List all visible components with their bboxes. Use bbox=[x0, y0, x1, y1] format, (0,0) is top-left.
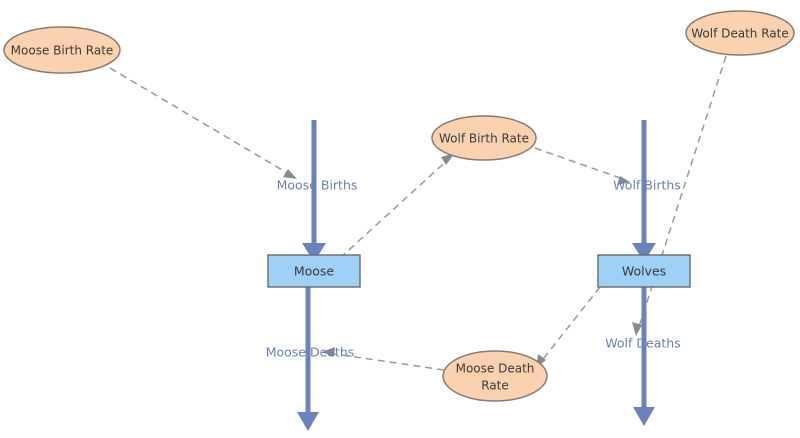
causal-link-wolf-birth-rate-to-wolf-births bbox=[534, 147, 630, 185]
causal-link-wolves-to-moose-death-rate bbox=[536, 286, 601, 368]
auxiliary-moose-death-rate-label-line1: Moose Death bbox=[456, 362, 535, 376]
flow-wolf-births bbox=[632, 120, 656, 262]
causal-link-moose-death-rate-to-moose-deaths bbox=[322, 347, 445, 371]
flow-moose-births bbox=[302, 120, 326, 262]
flow-label-moose-deaths: Moose Deaths bbox=[266, 345, 355, 360]
flow-label-moose-births: Moose Births bbox=[277, 178, 358, 193]
auxiliary-moose-birth-rate[interactable]: Moose Birth Rate bbox=[3, 26, 121, 74]
flow-label-wolf-deaths: Wolf Deaths bbox=[605, 336, 680, 351]
flow-label-wolf-births: Wolf Births bbox=[613, 178, 681, 193]
causal-link-wolf-death-rate-to-wolf-deaths bbox=[632, 55, 727, 336]
auxiliary-wolf-death-rate[interactable]: Wolf Death Rate bbox=[685, 10, 795, 56]
auxiliary-wolf-birth-rate-label: Wolf Birth Rate bbox=[439, 132, 529, 146]
auxiliary-wolf-death-rate-label: Wolf Death Rate bbox=[691, 27, 789, 41]
causal-link-moose-to-wolf-birth-rate bbox=[339, 153, 455, 259]
stock-wolves[interactable]: Wolves bbox=[597, 254, 691, 288]
causal-link-moose-birth-rate-to-moose-births bbox=[109, 67, 297, 179]
flow-wolf-deaths bbox=[633, 287, 655, 426]
auxiliary-moose-death-rate-label-line2: Rate bbox=[481, 379, 509, 393]
auxiliary-moose-death-rate[interactable]: Moose Death Rate bbox=[442, 350, 548, 402]
auxiliary-moose-birth-rate-label: Moose Birth Rate bbox=[11, 44, 114, 58]
stock-moose[interactable]: Moose bbox=[267, 254, 361, 288]
stock-moose-label: Moose bbox=[294, 264, 335, 279]
auxiliary-wolf-birth-rate[interactable]: Wolf Birth Rate bbox=[431, 115, 537, 161]
stock-wolves-label: Wolves bbox=[622, 264, 666, 279]
flow-moose-deaths bbox=[297, 287, 319, 431]
